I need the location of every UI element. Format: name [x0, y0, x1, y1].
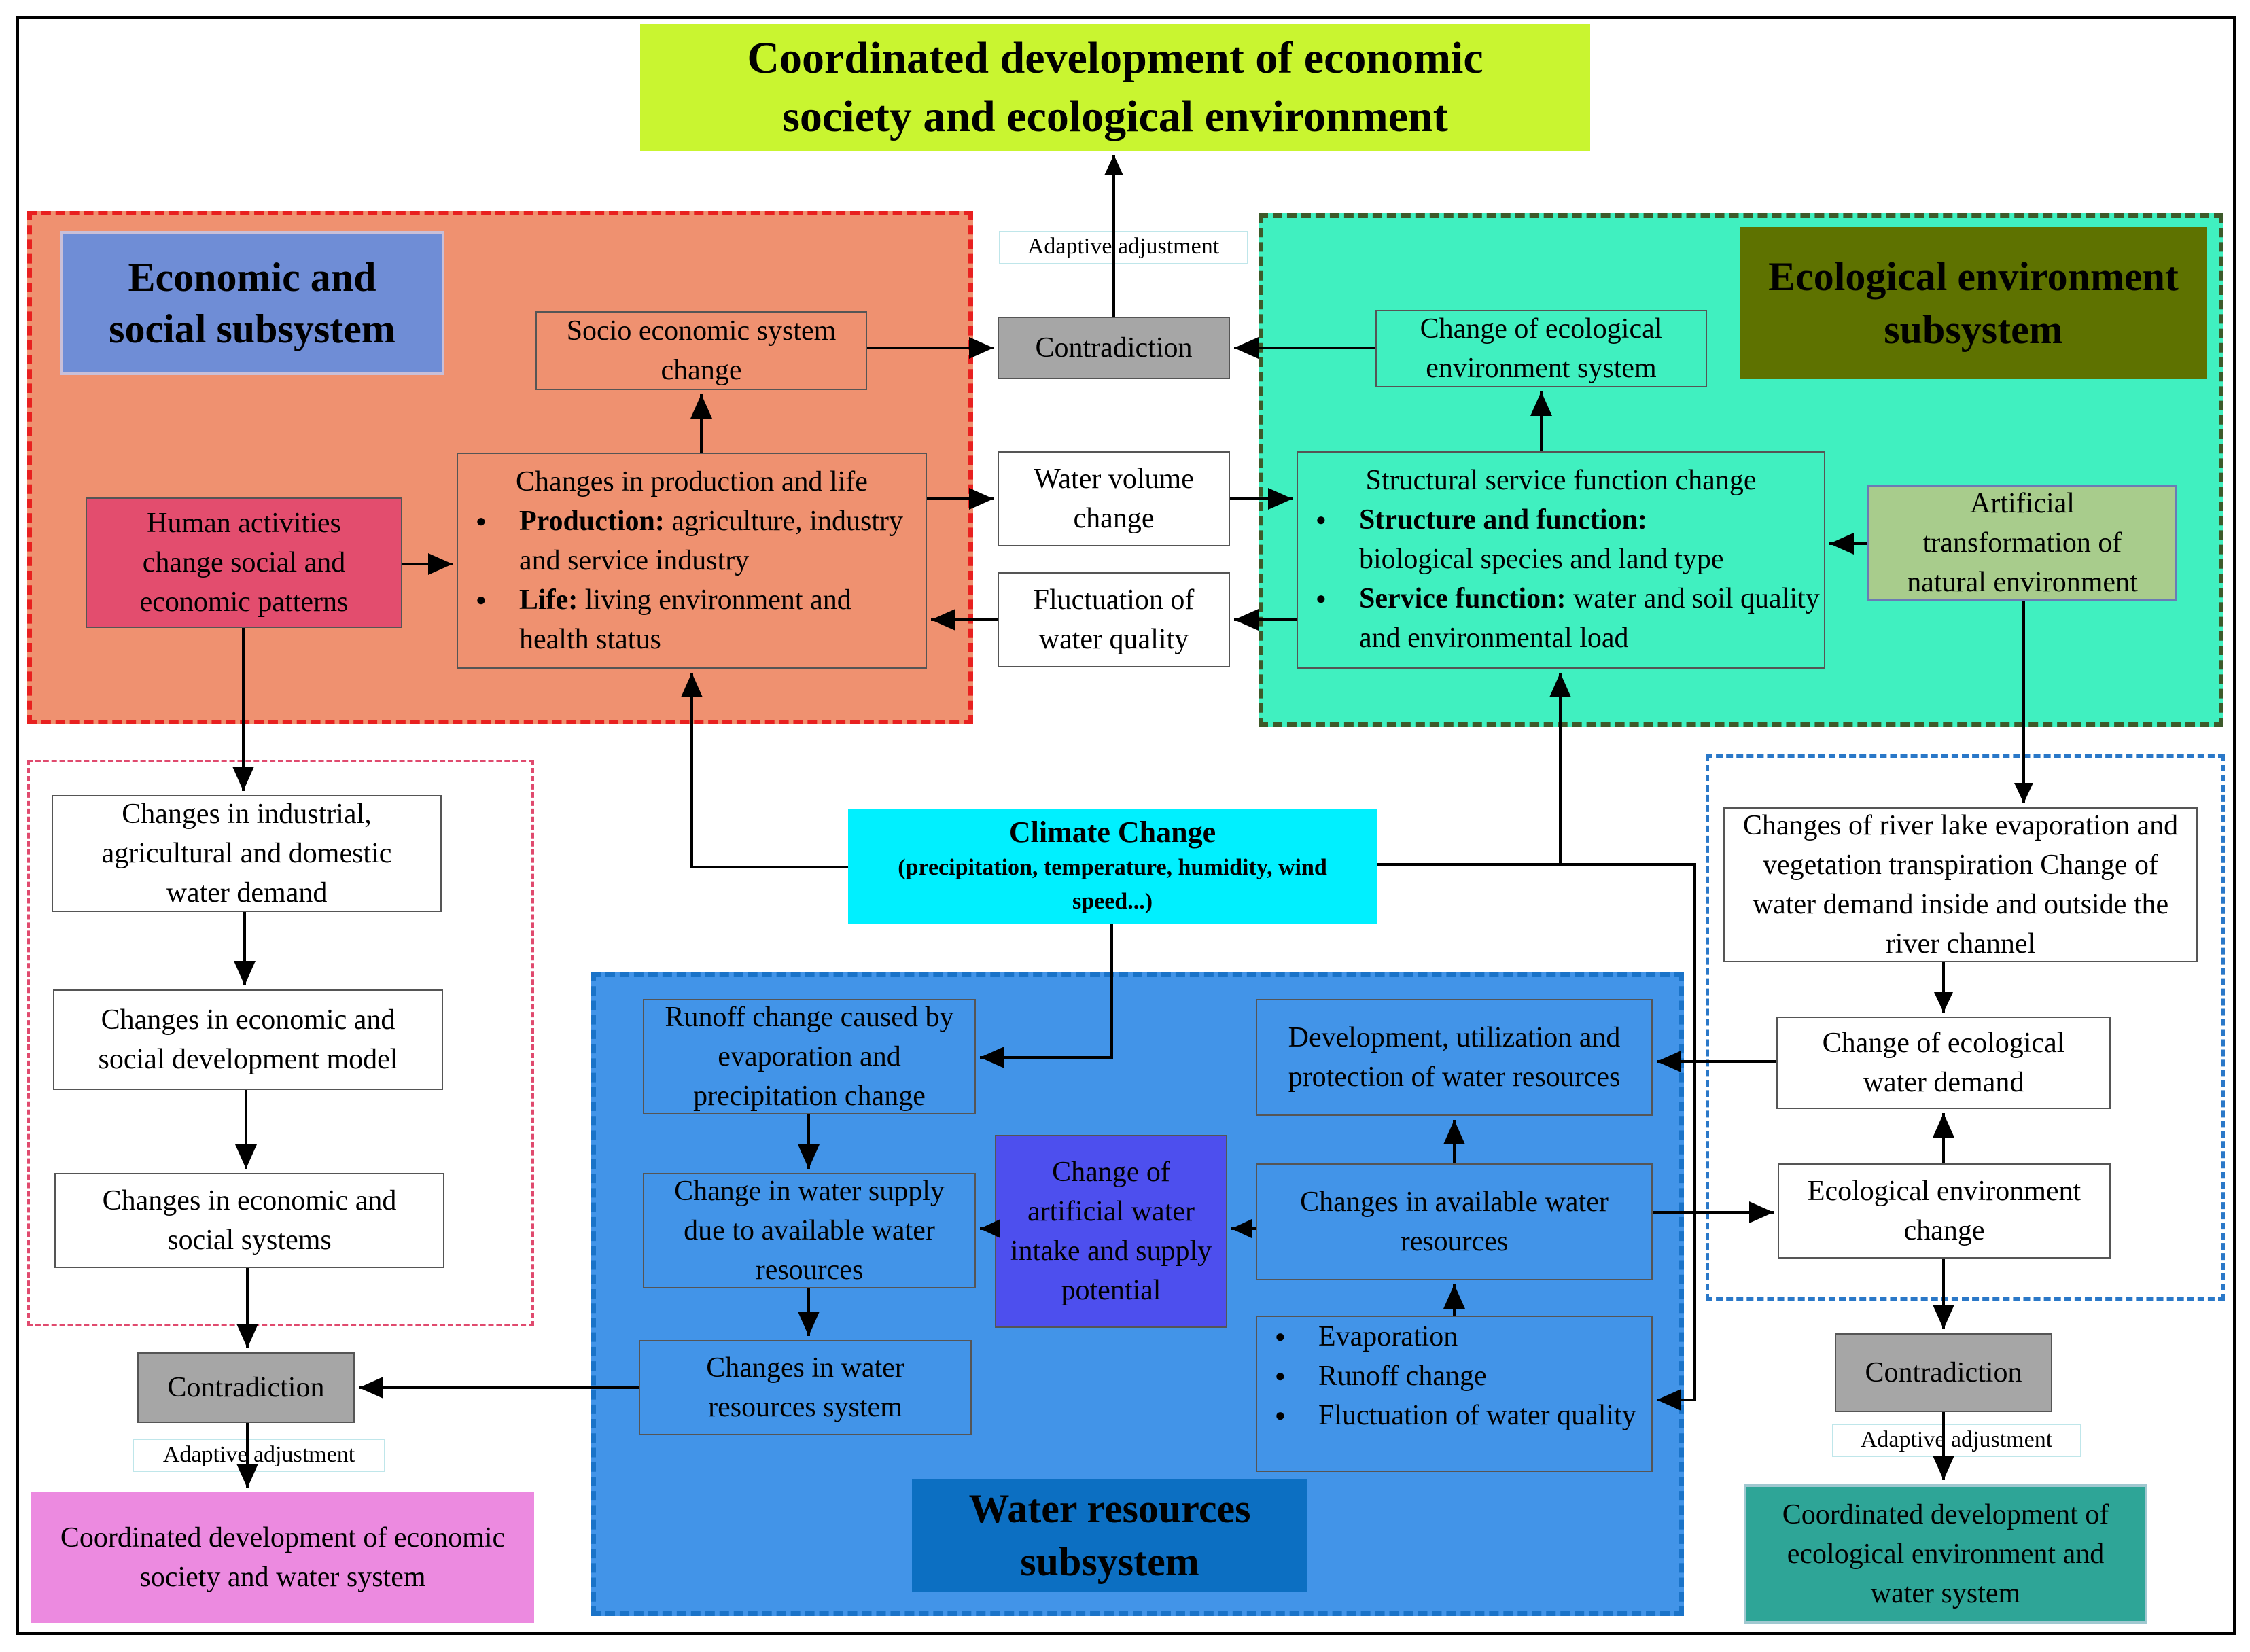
left-chain-region — [27, 760, 534, 1326]
water-system-change-box: Changes in water resources system — [639, 1340, 972, 1435]
climate-change-detail: (precipitation, temperature, humidity, w… — [898, 855, 1327, 914]
adaptive-adjustment-right: Adaptive adjustment — [1832, 1424, 2081, 1457]
production-life-heading: Changes in production and life — [516, 466, 868, 497]
available-water-change-box: Changes in available water resources — [1256, 1163, 1653, 1280]
artificial-transformation-box: Artificial transformation of natural env… — [1867, 485, 2177, 601]
socio-economic-change-box: Socio economic system change — [535, 311, 867, 390]
water-supply-change-box: Change in water supply due to available … — [643, 1173, 976, 1288]
right-chain-region — [1706, 754, 2225, 1301]
service-function-item: Service function: water and soil quality… — [1298, 579, 1824, 658]
arrow-climate-to-runoff — [980, 924, 1113, 1068]
arrow-climate-to-water-factors — [1560, 863, 1696, 1411]
water-factor-item: Fluctuation of water quality — [1257, 1396, 1651, 1435]
human-activities-box: Human activities change social and econo… — [86, 497, 402, 628]
water-factors-box: Evaporation Runoff change Fluctuation of… — [1256, 1316, 1653, 1472]
outer-frame — [16, 16, 2236, 1635]
evaporation-demand-box: Changes of river lake evaporation and ve… — [1723, 807, 2198, 962]
contradiction-top-box: Contradiction — [998, 317, 1230, 379]
contradiction-right-box: Contradiction — [1835, 1333, 2052, 1412]
water-volume-change-box: Water volume change — [998, 451, 1230, 546]
left-goal-box: Coordinated development of economic soci… — [31, 1492, 534, 1623]
top-goal-box: Coordinated development of economic soci… — [640, 24, 1590, 151]
contradiction-left-box: Contradiction — [137, 1352, 355, 1423]
structure-function-item: Structure and function:biological specie… — [1298, 500, 1824, 579]
production-life-box: Changes in production and life Productio… — [457, 453, 927, 669]
structural-function-box: Structural service function change Struc… — [1297, 451, 1825, 669]
arrow-climate-to-production — [681, 673, 848, 868]
ecological-environment-change-box: Ecological environment change — [1778, 1163, 2111, 1259]
water-development-box: Development, utilization and protection … — [1256, 999, 1653, 1116]
life-item: Life: living environment and health stat… — [458, 580, 926, 659]
structural-function-heading: Structural service function change — [1365, 465, 1757, 496]
production-item: Production: agriculture, industry and se… — [458, 502, 926, 580]
water-factor-item: Evaporation — [1257, 1317, 1651, 1356]
climate-change-box: Climate Change (precipitation, temperatu… — [848, 809, 1377, 924]
ecological-system-change-box: Change of ecological environment system — [1375, 310, 1707, 387]
adaptive-adjustment-top: Adaptive adjustment — [999, 231, 1248, 264]
adaptive-adjustment-left: Adaptive adjustment — [133, 1439, 385, 1472]
water-demand-change-box: Changes in industrial, agricultural and … — [52, 795, 442, 912]
water-quality-fluctuation-box: Fluctuation of water quality — [998, 572, 1230, 667]
water-subsystem-title: Water resources subsystem — [912, 1479, 1307, 1592]
right-goal-box: Coordinated development of ecological en… — [1744, 1484, 2147, 1624]
climate-change-title: Climate Change — [1008, 815, 1216, 849]
arrow-climate-to-structural — [1377, 673, 1571, 866]
runoff-change-box: Runoff change caused by evaporation and … — [643, 999, 976, 1114]
ecological-water-demand-box: Change of ecological water demand — [1776, 1017, 2111, 1109]
water-factor-item: Runoff change — [1257, 1356, 1651, 1396]
artificial-intake-box: Change of artificial water intake and su… — [995, 1135, 1227, 1328]
economic-subsystem-title: Economic and social subsystem — [60, 231, 444, 375]
ecological-subsystem-title: Ecological environment subsystem — [1740, 227, 2207, 379]
development-model-change-box: Changes in economic and social developme… — [53, 989, 443, 1090]
economic-systems-change-box: Changes in economic and social systems — [54, 1173, 444, 1268]
